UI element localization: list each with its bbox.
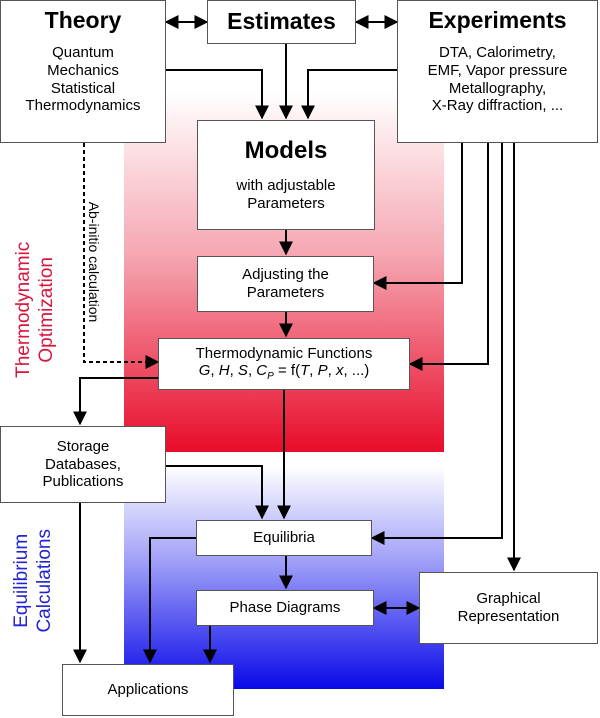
optimization-label: Thermodynamic Optimization xyxy=(13,220,59,400)
experiments-line: X-Ray diffraction, ... xyxy=(431,97,564,115)
estimates-box: Estimates xyxy=(207,0,356,44)
equilibrium-label: Equilibrium Calculations xyxy=(11,491,57,671)
var-s: S xyxy=(237,362,248,380)
graphical-line: Graphical xyxy=(476,590,541,608)
var-p: P xyxy=(317,362,328,380)
var-g: G xyxy=(198,362,211,380)
theory-title: Theory xyxy=(44,7,122,33)
var-h: H xyxy=(218,362,230,380)
storage-box: Storage Databases, Publications xyxy=(0,426,166,503)
experiments-line: EMF, Vapor pressure xyxy=(427,61,568,79)
models-title: Models xyxy=(244,137,328,165)
storage-line: Databases, xyxy=(45,455,121,473)
theory-box: Theory Quantum Mechanics Statistical The… xyxy=(0,0,166,143)
estimates-title: Estimates xyxy=(227,8,336,35)
var-t: T xyxy=(300,362,310,380)
adjusting-box: Adjusting the Parameters xyxy=(197,256,374,312)
thermo-functions-box: Thermodynamic Functions G, H, S, CP = f(… xyxy=(158,338,410,390)
var-x: x xyxy=(335,362,344,380)
arrow-experiments-functions xyxy=(408,143,489,371)
arrow-experiments-equilibria xyxy=(370,143,503,545)
graphical-box: Graphical Representation xyxy=(419,572,598,644)
applications-label: Applications xyxy=(107,681,189,699)
storage-line: Publications xyxy=(42,473,124,491)
equilibria-label: Equilibria xyxy=(253,529,315,547)
models-line: with adjustable xyxy=(236,177,336,195)
phase-diagrams-label: Phase Diagrams xyxy=(229,599,341,617)
theory-line: Quantum xyxy=(52,44,114,62)
equilibrium-label-line: Calculations xyxy=(34,529,55,633)
var-c-subscript: P xyxy=(267,371,274,383)
theory-line: Thermodynamics xyxy=(25,97,141,115)
graphical-line: Representation xyxy=(457,608,560,625)
arrow-experiments-models xyxy=(301,69,397,120)
theory-line: Mechanics xyxy=(47,61,119,79)
ab-initio-label: Ab-initio calculation xyxy=(86,201,102,323)
experiments-line: DTA, Calorimetry, xyxy=(439,44,556,62)
applications-box: Applications xyxy=(62,664,234,716)
theory-line: Statistical xyxy=(50,79,116,97)
models-line: Parameters xyxy=(247,195,325,213)
formula-tail: , ...) xyxy=(343,362,370,380)
experiments-line: Metallography, xyxy=(448,79,547,97)
equilibria-box: Equilibria xyxy=(196,520,372,556)
thermo-functions-formula: G, H, S, CP = f(T, P, x, ...) xyxy=(198,362,370,383)
adjusting-line: Adjusting the xyxy=(242,266,329,284)
formula-eq: = f( xyxy=(277,362,301,380)
optimization-label-line: Thermodynamic xyxy=(13,241,35,378)
phase-diagrams-box: Phase Diagrams xyxy=(196,590,374,626)
optimization-label-line: Optimization xyxy=(36,257,57,363)
arrow-abinitio-dashed xyxy=(83,143,160,369)
experiments-box: Experiments DTA, Calorimetry, EMF, Vapor… xyxy=(397,0,598,143)
arrow-experiments-adjusting xyxy=(372,143,463,290)
arrow-equilibria-applications xyxy=(143,537,196,664)
arrow-storage-equilibria xyxy=(166,465,269,520)
var-c: C xyxy=(256,362,268,380)
models-box: Models with adjustable Parameters xyxy=(197,120,375,230)
equilibrium-label-line: Equilibrium xyxy=(11,533,33,628)
storage-line: Storage xyxy=(56,437,110,455)
arrow-theory-models xyxy=(166,69,269,120)
thermo-functions-title: Thermodynamic Functions xyxy=(195,344,373,362)
experiments-title: Experiments xyxy=(428,7,567,33)
arrow-functions-storage xyxy=(73,377,158,426)
adjusting-line: Parameters xyxy=(246,284,325,301)
